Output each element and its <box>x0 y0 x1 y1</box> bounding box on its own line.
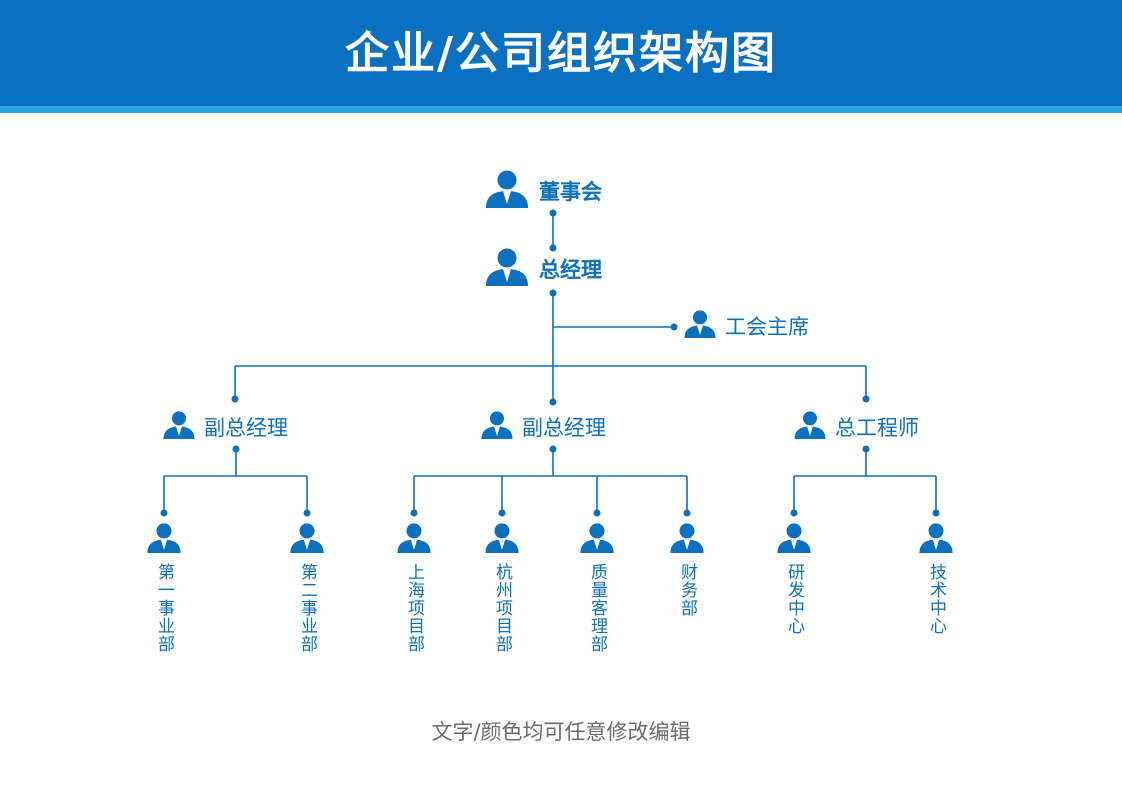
person-icon <box>579 523 615 557</box>
person-icon <box>793 411 827 443</box>
node-branch-1: 副总经理 <box>162 411 288 443</box>
page-title: 企业/公司组织架构图 <box>344 28 778 79</box>
node-board: 董事会 <box>485 170 602 212</box>
person-icon <box>146 523 182 557</box>
node-label-unit: 杭州项目部 <box>492 563 512 653</box>
node-unit: 第一事业部 <box>144 523 184 657</box>
node-label-board: 董事会 <box>539 180 602 204</box>
person-icon <box>918 523 954 557</box>
person-icon <box>485 248 529 290</box>
person-icon <box>776 523 812 557</box>
footer-note: 文字/颜色均可任意修改编辑 <box>431 720 691 744</box>
node-label-unit: 上海项目部 <box>404 563 424 653</box>
node-unit: 第二事业部 <box>287 523 327 657</box>
person-icon <box>289 523 325 557</box>
node-unit: 杭州项目部 <box>482 523 522 657</box>
node-branch-3: 总工程师 <box>793 411 919 443</box>
node-label-branch: 副总经理 <box>204 416 288 440</box>
node-general-manager: 总经理 <box>485 248 602 290</box>
banner-accent-stripe <box>0 106 1122 113</box>
node-label-unit: 技术中心 <box>926 563 946 635</box>
node-label-unit: 研发中心 <box>784 563 804 635</box>
node-label-unit: 第二事业部 <box>297 563 317 653</box>
node-label-general-manager: 总经理 <box>539 258 602 282</box>
person-icon <box>396 523 432 557</box>
node-label-branch: 总工程师 <box>835 416 919 440</box>
node-label-union-chair: 工会主席 <box>725 315 809 339</box>
node-branch-2: 副总经理 <box>480 411 606 443</box>
person-icon <box>683 310 717 342</box>
node-label-unit: 质量客理部 <box>587 563 607 653</box>
node-unit: 上海项目部 <box>394 523 434 657</box>
node-unit: 技术中心 <box>916 523 956 639</box>
node-unit: 研发中心 <box>774 523 814 639</box>
node-unit: 质量客理部 <box>577 523 617 657</box>
node-label-unit: 财务部 <box>677 563 697 617</box>
node-unit: 财务部 <box>667 523 707 621</box>
person-icon <box>485 170 529 212</box>
node-union-chair: 工会主席 <box>683 310 809 342</box>
person-icon <box>484 523 520 557</box>
title-banner <box>0 0 1122 106</box>
node-label-unit: 第一事业部 <box>154 563 174 653</box>
person-icon <box>669 523 705 557</box>
person-icon <box>480 411 514 443</box>
person-icon <box>162 411 196 443</box>
node-label-branch: 副总经理 <box>522 416 606 440</box>
